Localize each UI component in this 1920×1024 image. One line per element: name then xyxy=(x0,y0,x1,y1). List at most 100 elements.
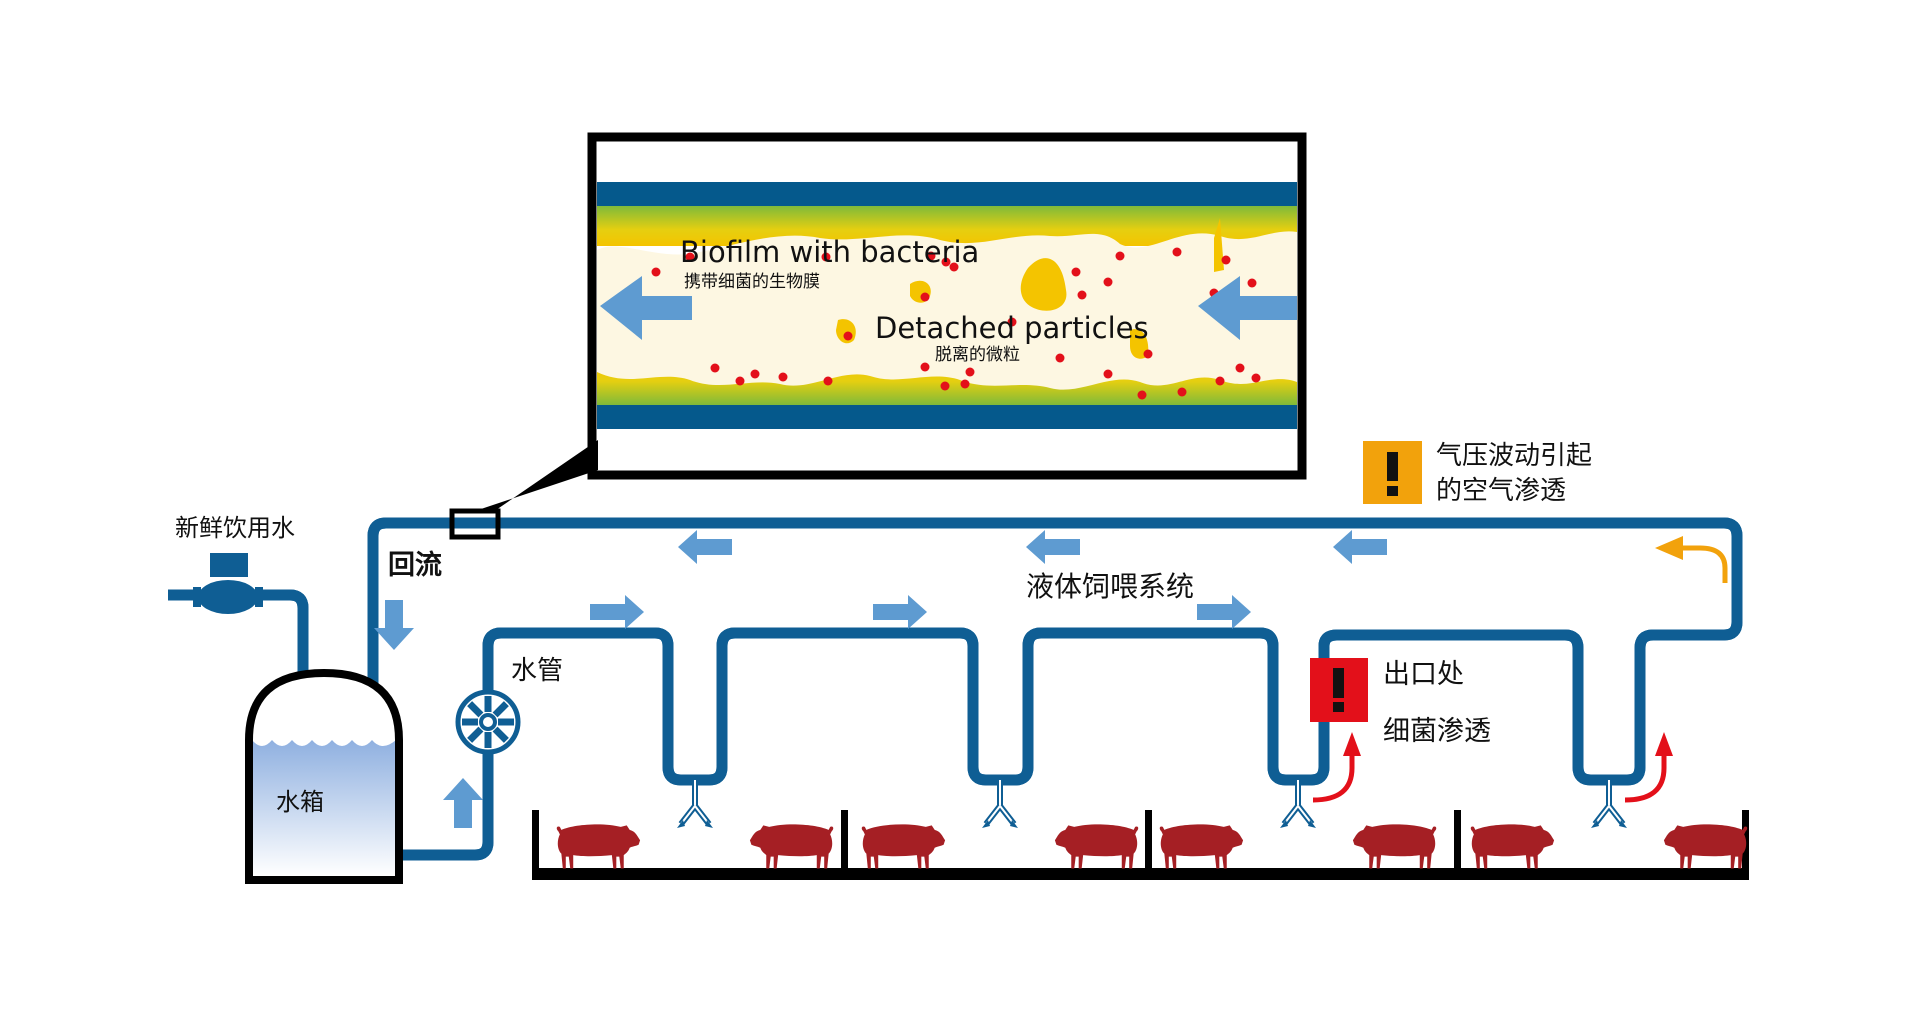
bacterium xyxy=(1251,373,1261,383)
pig-icon xyxy=(1159,824,1244,869)
pig-icon xyxy=(556,824,641,869)
pig-icon-mirrored xyxy=(1054,824,1139,869)
bacterium xyxy=(685,252,695,262)
bacteria-arrow-icon xyxy=(1624,752,1667,803)
flow-arrow-left-icon xyxy=(1333,530,1387,564)
bacterium xyxy=(941,257,951,267)
pig-icon xyxy=(749,824,834,869)
bacteria-arrow-icon xyxy=(1312,752,1355,803)
flow-arrow-left-icon xyxy=(1026,530,1080,564)
pen-wall xyxy=(1454,810,1461,876)
feed-nozzle-icon xyxy=(982,780,1018,828)
bacterium xyxy=(926,251,936,261)
biofilm-inset: Biofilm with bacteria 携带细菌的生物膜 Detached … xyxy=(587,132,1307,480)
bacterium xyxy=(1235,363,1245,373)
pump-blade xyxy=(467,726,484,743)
bacterium xyxy=(1007,317,1017,327)
detached-particle xyxy=(1130,329,1149,359)
pen-wall xyxy=(532,810,539,876)
pig-icon xyxy=(1054,824,1139,869)
biofilm-label-zh: 携带细菌的生物膜 xyxy=(684,272,820,292)
bacterium xyxy=(821,252,831,262)
flow-arrow-left-icon xyxy=(600,276,692,340)
water-meter-icon xyxy=(193,553,263,614)
bacterium xyxy=(1247,278,1257,288)
bacterium xyxy=(1103,277,1113,287)
bacterium xyxy=(1172,247,1182,257)
bacterium xyxy=(1103,369,1113,379)
bacterium xyxy=(965,367,975,377)
biofilm-label-en: Biofilm with bacteria xyxy=(680,235,979,269)
flow-arrow-left-icon xyxy=(1198,276,1297,340)
bacterium xyxy=(1221,255,1231,265)
bacterium xyxy=(1215,376,1225,386)
bacterium xyxy=(1143,349,1153,359)
flow-arrows xyxy=(374,530,1728,828)
pig-icon-mirrored xyxy=(1663,824,1748,869)
callout-pointer xyxy=(478,440,598,510)
pump-icon xyxy=(455,689,521,755)
bacterium xyxy=(750,369,760,379)
bacterium xyxy=(1177,387,1187,397)
pig-icon xyxy=(1470,824,1555,869)
pump-blade xyxy=(492,726,509,743)
pump-blade xyxy=(492,701,509,718)
bacteria-infiltration-warning xyxy=(1310,658,1368,722)
pig-icon-mirrored xyxy=(1352,824,1437,869)
feed-nozzle-icon xyxy=(1280,780,1316,828)
particles-label-en: Detached particles xyxy=(875,311,1149,345)
bacterium xyxy=(940,381,950,391)
pig-icon-mirrored xyxy=(749,824,834,869)
flow-arrow-down-icon xyxy=(374,600,414,650)
flow-arrow-right-icon xyxy=(1197,595,1251,629)
pipe-wall-top xyxy=(597,182,1297,206)
water-tank xyxy=(245,668,403,884)
bacterium xyxy=(1137,390,1147,400)
feed-nozzle-icon xyxy=(677,780,713,828)
pig-pens xyxy=(532,810,1749,880)
bacteria-infiltration-label: 细菌渗透 xyxy=(1383,716,1491,747)
bacteria-dots xyxy=(651,247,1261,400)
bacterium xyxy=(1071,267,1081,277)
flow-arrow-up-icon xyxy=(443,778,483,828)
air-infiltration-warning xyxy=(1363,441,1422,504)
air-arrow-icon xyxy=(1680,545,1728,583)
air-arrow-head-icon xyxy=(1655,536,1683,560)
flow-arrow-left-icon xyxy=(678,530,732,564)
bacterium xyxy=(920,292,930,302)
bacterium xyxy=(651,267,661,277)
bacterium xyxy=(843,331,853,341)
detached-particle xyxy=(1020,258,1067,311)
sampling-point-box xyxy=(449,508,501,540)
bacterium xyxy=(960,379,970,389)
bacterium xyxy=(1077,290,1087,300)
system-title: 液体饲喂系统 xyxy=(1026,570,1194,603)
pen-wall xyxy=(841,810,848,876)
bacterium xyxy=(823,376,833,386)
bacterium xyxy=(920,362,930,372)
air-warning-line2: 的空气渗透 xyxy=(1436,476,1566,506)
bacterium xyxy=(778,372,788,382)
bacterium xyxy=(710,363,720,373)
particles-label-zh: 脱离的微粒 xyxy=(935,345,1020,365)
pig-icon xyxy=(1352,824,1437,869)
pen-wall xyxy=(1145,810,1152,876)
outlet-label: 出口处 xyxy=(1383,659,1464,690)
pig-icon xyxy=(1663,824,1748,869)
feed-nozzle-icon xyxy=(1591,780,1627,828)
flow-arrow-right-icon xyxy=(873,595,927,629)
bacterium xyxy=(949,262,959,272)
pen-floor xyxy=(532,868,1749,880)
water-pipe-label: 水管 xyxy=(511,656,563,686)
bacterium xyxy=(735,376,745,386)
water-tank-label: 水箱 xyxy=(276,788,324,816)
pipe-wall-bottom xyxy=(597,405,1297,429)
fresh-water-label: 新鲜饮用水 xyxy=(175,514,295,542)
pump-blade xyxy=(467,701,484,718)
bacterium xyxy=(1055,353,1065,363)
return-flow-label: 回流 xyxy=(388,550,442,581)
flow-arrow-right-icon xyxy=(590,595,644,629)
pipe-network xyxy=(168,517,1743,861)
bacterium xyxy=(1115,251,1125,261)
